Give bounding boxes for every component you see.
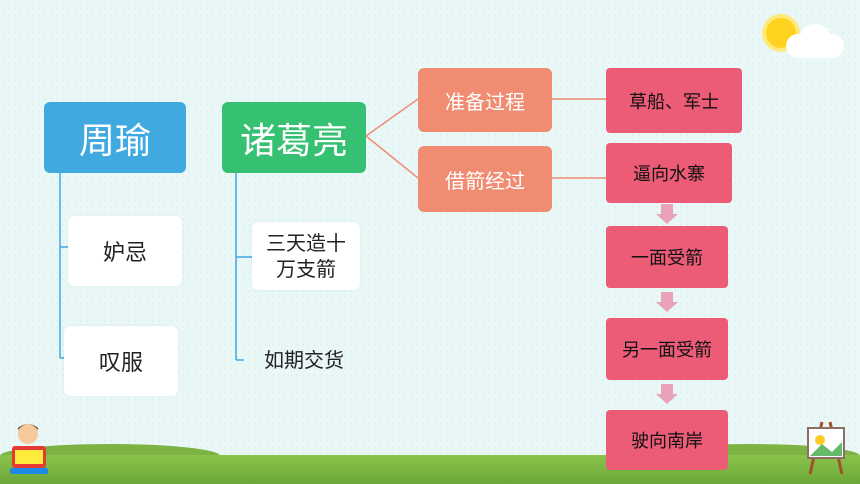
cloud-puff-icon	[800, 24, 830, 50]
node-caochuan: 草船、军士	[606, 68, 742, 133]
node-shixiang: 驶向南岸	[606, 410, 728, 470]
arrow-down-icon	[656, 384, 678, 406]
node-ruqi: 如期交货	[264, 348, 344, 372]
arrow-down-icon	[656, 292, 678, 314]
node-yimian: 一面受箭	[606, 226, 728, 288]
node-santian: 三天造十万支箭	[252, 222, 360, 290]
node-jiejian: 借箭经过	[418, 146, 552, 212]
node-lingyimian: 另一面受箭	[606, 318, 728, 380]
node-zhunbei: 准备过程	[418, 68, 552, 132]
node-bixiang: 逼向水寨	[606, 143, 732, 203]
node-zhuge: 诸葛亮	[222, 102, 366, 173]
node-zhouyu: 周瑜	[44, 102, 186, 173]
node-duji: 妒忌	[68, 216, 182, 286]
node-tanfu: 叹服	[64, 326, 178, 396]
easel-icon	[807, 421, 845, 475]
reading-kid-icon	[10, 424, 48, 474]
arrow-down-icon	[656, 204, 678, 226]
